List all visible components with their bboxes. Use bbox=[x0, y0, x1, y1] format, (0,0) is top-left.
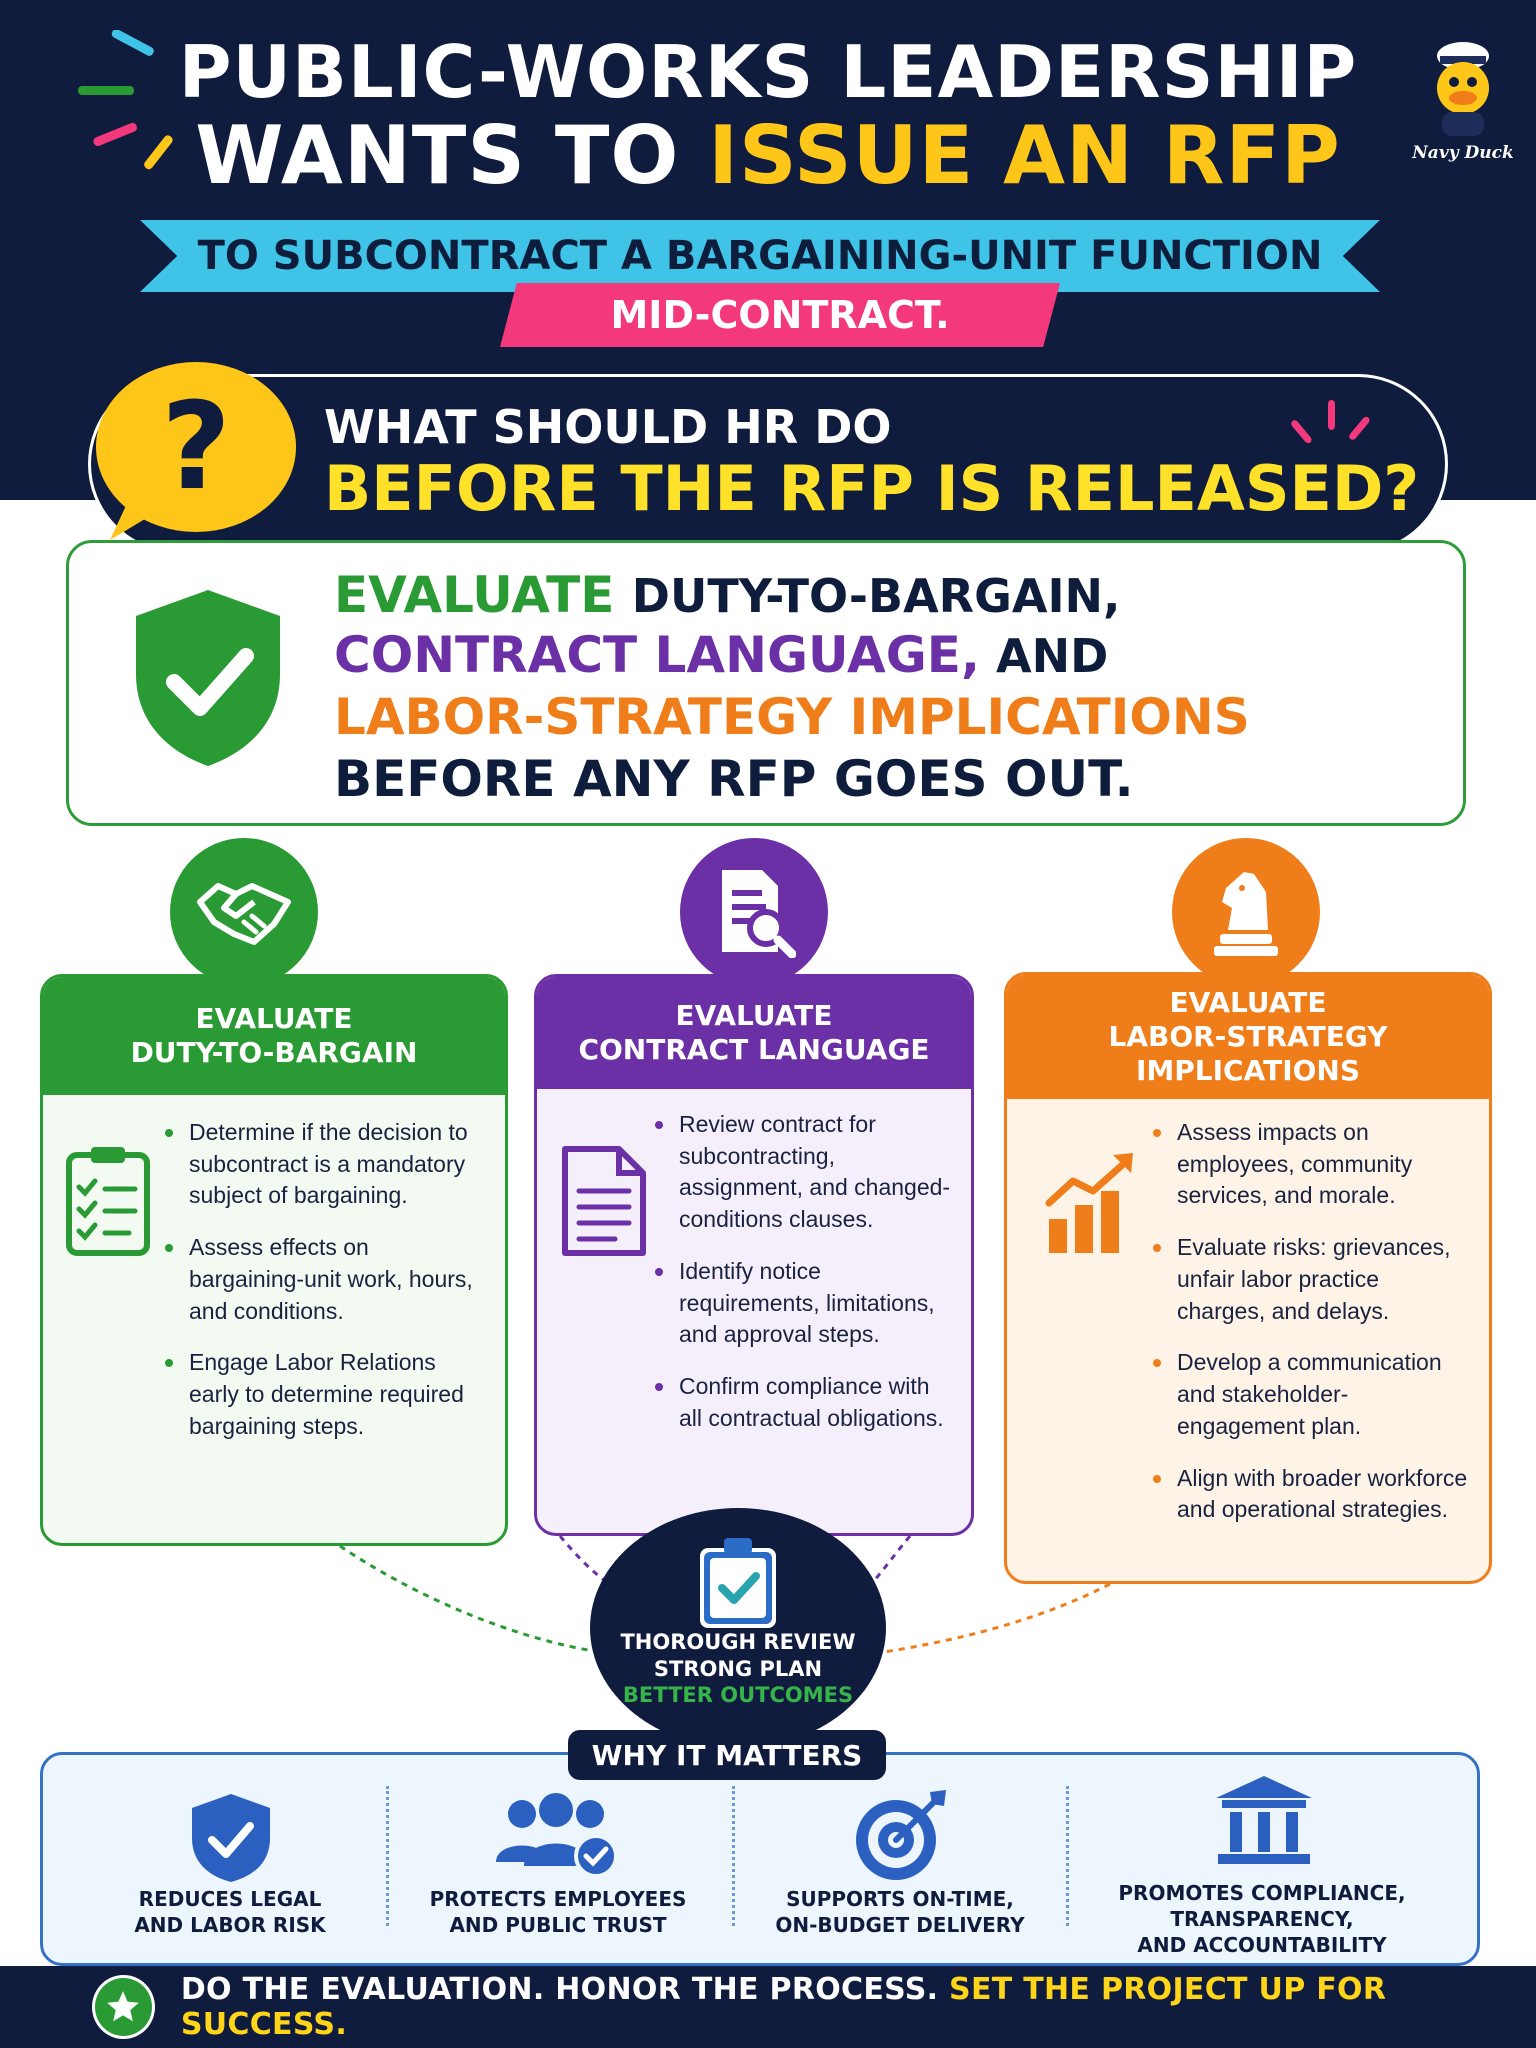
footer-text: DO THE EVALUATION. HONOR THE PROCESS. SE… bbox=[181, 1972, 1536, 2042]
list-item: Assess impacts on employees, community s… bbox=[1151, 1117, 1471, 1212]
document-search-icon bbox=[680, 838, 828, 986]
list-item: Develop a communication and stakeholder-… bbox=[1151, 1347, 1471, 1442]
target-icon bbox=[856, 1790, 946, 1880]
hub-line1: THOROUGH REVIEW bbox=[620, 1630, 856, 1655]
benefit-text: PROMOTES COMPLIANCE, bbox=[1118, 1881, 1406, 1905]
column-header: EVALUATE LABOR-STRATEGY IMPLICATIONS bbox=[1007, 975, 1489, 1099]
star-icon bbox=[92, 1975, 155, 2039]
footer-banner: DO THE EVALUATION. HONOR THE PROCESS. SE… bbox=[0, 1966, 1536, 2048]
benefit-text: ON-BUDGET DELIVERY bbox=[775, 1913, 1025, 1937]
contract-word: CONTRACT LANGUAGE, bbox=[334, 626, 980, 684]
column-header: EVALUATE DUTY-TO-BARGAIN bbox=[43, 977, 505, 1095]
divider bbox=[386, 1786, 389, 1926]
why-it-matters-label: WHY IT MATTERS bbox=[568, 1730, 886, 1780]
shield-check-icon bbox=[192, 1794, 270, 1882]
benefit-text: PROTECTS EMPLOYEES bbox=[429, 1887, 687, 1911]
subtitle-ribbon-pink: MID-CONTRACT. bbox=[500, 283, 1060, 347]
burst-lines-icon bbox=[78, 30, 173, 170]
hub-line3: BETTER OUTCOMES bbox=[622, 1682, 854, 1707]
evaluate-line4: BEFORE ANY RFP GOES OUT. bbox=[334, 750, 1134, 808]
column-contract-language: EVALUATE CONTRACT LANGUAGE Review contra… bbox=[534, 974, 974, 1536]
list-item: Confirm compliance with all contractual … bbox=[653, 1371, 953, 1434]
navy-duck-logo: Navy Duck bbox=[1411, 42, 1514, 163]
page-title-line1: PUBLIC-WORKS LEADERSHIP bbox=[178, 30, 1358, 114]
title-highlight: ISSUE AN RFP bbox=[708, 109, 1341, 202]
title-white-part: WANTS TO bbox=[195, 109, 709, 202]
growth-chart-icon bbox=[1045, 1153, 1133, 1253]
column-header: EVALUATE CONTRACT LANGUAGE bbox=[537, 977, 971, 1089]
eval-word: EVALUATE bbox=[334, 566, 632, 624]
evaluate-line3: LABOR-STRATEGY IMPLICATIONS bbox=[334, 688, 1250, 746]
divider bbox=[1066, 1786, 1069, 1926]
hub-line2: STRONG PLAN bbox=[653, 1656, 823, 1681]
duty-word: DUTY-TO-BARGAIN, bbox=[631, 569, 1121, 623]
benefit-legal-risk: REDUCES LEGAL AND LABOR RISK bbox=[60, 1886, 400, 1938]
spark-icon bbox=[1291, 400, 1370, 444]
chess-knight-icon bbox=[1172, 838, 1320, 986]
bullet-list: Assess impacts on employees, community s… bbox=[1151, 1117, 1471, 1546]
outcome-hub: THOROUGH REVIEW STRONG PLAN BETTER OUTCO… bbox=[590, 1508, 886, 1748]
list-item: Evaluate risks: grievances, unfair labor… bbox=[1151, 1232, 1471, 1327]
benefit-compliance: PROMOTES COMPLIANCE, TRANSPARENCY, AND A… bbox=[1092, 1880, 1432, 1958]
question-line2: BEFORE THE RFP IS RELEASED? bbox=[324, 452, 1420, 525]
benefit-text: AND ACCOUNTABILITY bbox=[1137, 1933, 1387, 1957]
people-check-icon bbox=[496, 1793, 618, 1878]
shield-check-icon bbox=[136, 590, 280, 766]
benefit-on-time: SUPPORTS ON-TIME, ON-BUDGET DELIVERY bbox=[730, 1886, 1070, 1938]
list-item: Identify notice requirements, limitation… bbox=[653, 1256, 953, 1351]
logo-text: Navy Duck bbox=[1411, 143, 1513, 163]
list-item: Align with broader workforce and operati… bbox=[1151, 1463, 1471, 1526]
page-title-line2: WANTS TO ISSUE AN RFP bbox=[0, 116, 1536, 196]
column-title-line2: DUTY-TO-BARGAIN bbox=[130, 1036, 418, 1069]
list-item: Assess effects on bargaining-unit work, … bbox=[163, 1232, 483, 1327]
footer-text-yellow: SET THE PROJECT UP FOR SUCCESS. bbox=[180, 1972, 1387, 2042]
benefit-text: TRANSPARENCY, bbox=[1170, 1907, 1354, 1931]
benefit-text: SUPPORTS ON-TIME, bbox=[786, 1887, 1014, 1911]
list-item: Determine if the decision to subcontract… bbox=[163, 1117, 483, 1212]
institution-icon bbox=[1216, 1776, 1312, 1864]
column-labor-strategy: EVALUATE LABOR-STRATEGY IMPLICATIONS Ass… bbox=[1004, 972, 1492, 1584]
column-title-line1: EVALUATE bbox=[675, 998, 833, 1032]
benefit-text: AND LABOR RISK bbox=[134, 1913, 326, 1937]
column-title-line1: EVALUATE bbox=[1169, 985, 1327, 1019]
benefit-text: REDUCES LEGAL bbox=[138, 1887, 322, 1911]
bullet-list: Determine if the decision to subcontract… bbox=[163, 1117, 483, 1463]
document-icon bbox=[562, 1146, 646, 1256]
list-item: Engage Labor Relations early to determin… bbox=[163, 1347, 483, 1442]
benefit-public-trust: PROTECTS EMPLOYEES AND PUBLIC TRUST bbox=[388, 1886, 728, 1938]
handshake-icon bbox=[170, 838, 318, 986]
column-duty-to-bargain: EVALUATE DUTY-TO-BARGAIN Determine if th… bbox=[40, 974, 508, 1546]
divider bbox=[732, 1786, 735, 1926]
checklist-icon bbox=[66, 1147, 150, 1256]
question-line1: WHAT SHOULD HR DO bbox=[324, 400, 892, 454]
clipboard-check-icon bbox=[700, 1538, 776, 1628]
column-title-line2: CONTRACT LANGUAGE bbox=[578, 1033, 930, 1066]
column-title-line1: EVALUATE bbox=[195, 1001, 353, 1035]
evaluate-line2: CONTRACT LANGUAGE, AND bbox=[334, 630, 1108, 680]
and-word: AND bbox=[979, 629, 1109, 683]
bullet-list: Review contract for subcontracting, assi… bbox=[653, 1109, 953, 1455]
question-mark-icon: ? bbox=[96, 362, 296, 532]
benefit-text: AND PUBLIC TRUST bbox=[449, 1913, 667, 1937]
column-title-line2: LABOR-STRATEGY bbox=[1108, 1019, 1388, 1053]
evaluate-line1: EVALUATE DUTY-TO-BARGAIN, bbox=[334, 570, 1121, 620]
list-item: Review contract for subcontracting, assi… bbox=[653, 1109, 953, 1236]
evaluate-summary-box bbox=[66, 540, 1466, 826]
subtitle-ribbon: TO SUBCONTRACT A BARGAINING-UNIT FUNCTIO… bbox=[140, 220, 1380, 292]
column-title-line3: IMPLICATIONS bbox=[1135, 1054, 1361, 1088]
footer-text-white: DO THE EVALUATION. HONOR THE PROCESS. bbox=[180, 1972, 950, 2007]
